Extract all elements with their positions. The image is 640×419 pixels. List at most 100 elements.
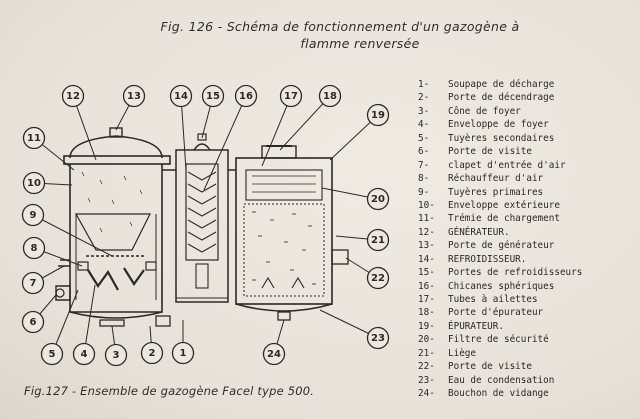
- legend-item: 14- REFROIDISSEUR.: [418, 253, 628, 266]
- legend-item: 5- Tuyères secondaires: [418, 132, 628, 145]
- legend-item: 15-Portes de refroidisseurs: [418, 266, 628, 279]
- legend-item: 6-Porte de visite: [418, 145, 628, 158]
- callout-number: 2: [149, 348, 156, 359]
- callout-number: 9: [30, 210, 37, 221]
- legend-text: Eau de condensation: [448, 374, 555, 386]
- callout-number: 12: [66, 91, 80, 102]
- callout-number: 19: [371, 110, 385, 121]
- legend-text: Réchauffeur d'air: [448, 173, 544, 185]
- callout-number: 6: [30, 317, 37, 328]
- callout-bubble: [262, 342, 286, 366]
- callout-number: 17: [284, 91, 298, 102]
- legend-item: 8- Réchauffeur d'air: [418, 172, 628, 185]
- legend-item: 12- GÉNÉRATEUR.: [418, 226, 628, 239]
- legend-number: 24-: [418, 388, 435, 400]
- callout-number: 24: [267, 349, 281, 360]
- legend-number: 18-: [418, 307, 435, 319]
- legend-text: Enveloppe extérieure: [448, 199, 560, 211]
- callout-leader-line: [51, 289, 79, 355]
- legend-text: clapet d'entrée d'air: [448, 159, 566, 171]
- callout-bubble: [22, 126, 46, 150]
- callout-bubble: [21, 203, 45, 227]
- legend-item: 16-Chicanes sphériques: [418, 280, 628, 293]
- legend-number: 4-: [418, 119, 430, 131]
- legend-item: 7- clapet d'entrée d'air: [418, 159, 628, 172]
- legend-number: 5-: [418, 132, 430, 144]
- legend-item: 1-Soupape de décharge: [418, 78, 628, 91]
- legend-text: GÉNÉRATEUR.: [448, 226, 510, 238]
- legend-number: 11-: [418, 213, 435, 225]
- callout-leader-line: [261, 95, 292, 167]
- callout-bubble: [21, 271, 45, 295]
- generator-lid: [69, 135, 163, 159]
- callout-number: 15: [206, 91, 220, 102]
- figure-title-line1: Fig. 126 - Schéma de fonctionnement d'un…: [160, 19, 520, 34]
- legend-text: Tuyères secondaires: [448, 132, 555, 144]
- legend-number: 10-: [418, 199, 435, 211]
- callout-leader-line: [32, 214, 113, 257]
- legend-number: 3-: [418, 105, 430, 117]
- callout-bubble: [22, 171, 46, 195]
- legend-number: 6-: [418, 146, 430, 158]
- callout-number: 23: [371, 333, 385, 344]
- legend-item: 18- Porte d'épurateur: [418, 306, 628, 319]
- callout-number: 8: [31, 243, 38, 254]
- legend-item: 9- Tuyères primaires: [418, 186, 628, 199]
- callout-bubble: [171, 341, 195, 365]
- legend-number: 21-: [418, 347, 435, 359]
- legend-number: 12-: [418, 226, 435, 238]
- callout-bubble: [366, 326, 390, 350]
- legend-item: 19-ÉPURATEUR.: [418, 320, 628, 333]
- flame-zigzag: [87, 269, 119, 291]
- legend-text: Cône de foyer: [448, 105, 521, 117]
- callout-bubble: [72, 342, 96, 366]
- purifier-side-door: [331, 249, 349, 265]
- callout-bubble: [104, 343, 128, 367]
- generator-lid-knob: [109, 127, 123, 138]
- legend-item: 20-Filtre de sécurité: [418, 333, 628, 346]
- callout-number: 18: [323, 91, 337, 102]
- cork-bed: [243, 203, 325, 297]
- legend-item: 10- Enveloppe extérieure: [418, 199, 628, 212]
- callout-number: 13: [127, 91, 141, 102]
- legend-text: Portes de refroidisseurs: [448, 267, 583, 279]
- callout-number: 21: [371, 235, 385, 246]
- legend-item: 17-Tubes à ailettes: [418, 293, 628, 306]
- callout-leader-line: [180, 95, 187, 171]
- legend-text: Porte d'épurateur: [448, 307, 544, 319]
- drain-plug: [277, 311, 291, 321]
- figure-caption: Fig.127 - Ensemble de gazogène Facel typ…: [24, 384, 315, 398]
- callout-bubble: [122, 84, 146, 108]
- callout-bubble: [201, 84, 225, 108]
- callout-number: 7: [30, 278, 37, 289]
- figure-title-line2: flamme renversée: [300, 36, 420, 51]
- legend-text: Porte de générateur: [448, 240, 555, 252]
- callout-leader-line: [83, 284, 96, 355]
- purifier-lid: [261, 145, 297, 159]
- legend-number: 8-: [418, 173, 430, 185]
- legend-number: 7-: [418, 159, 430, 171]
- legend-text: REFROIDISSEUR.: [448, 253, 527, 265]
- callout-bubble: [22, 236, 46, 260]
- callout-bubble: [366, 187, 390, 211]
- hopper-cone: [74, 213, 151, 251]
- callout-bubble: [318, 84, 342, 108]
- legend-number: 14-: [418, 253, 435, 265]
- callout-number: 20: [371, 194, 385, 205]
- legend-number: 16-: [418, 280, 435, 292]
- legend-text: Enveloppe de foyer: [448, 119, 549, 131]
- legend-number: 1-: [418, 79, 430, 90]
- legend-number: 9-: [418, 186, 430, 198]
- cooler-unit: [175, 133, 229, 303]
- cooler-shell: [175, 149, 229, 303]
- legend-text: Bouchon de vidange: [448, 388, 549, 400]
- legend-text: Tuyères primaires: [448, 186, 544, 198]
- finned-tube: [185, 163, 219, 261]
- callout-bubble: [366, 228, 390, 252]
- legend-item: 13-Porte de générateur: [418, 239, 628, 252]
- legend-text: Porte de décendrage: [448, 92, 555, 104]
- legend-number: 2-: [418, 92, 430, 104]
